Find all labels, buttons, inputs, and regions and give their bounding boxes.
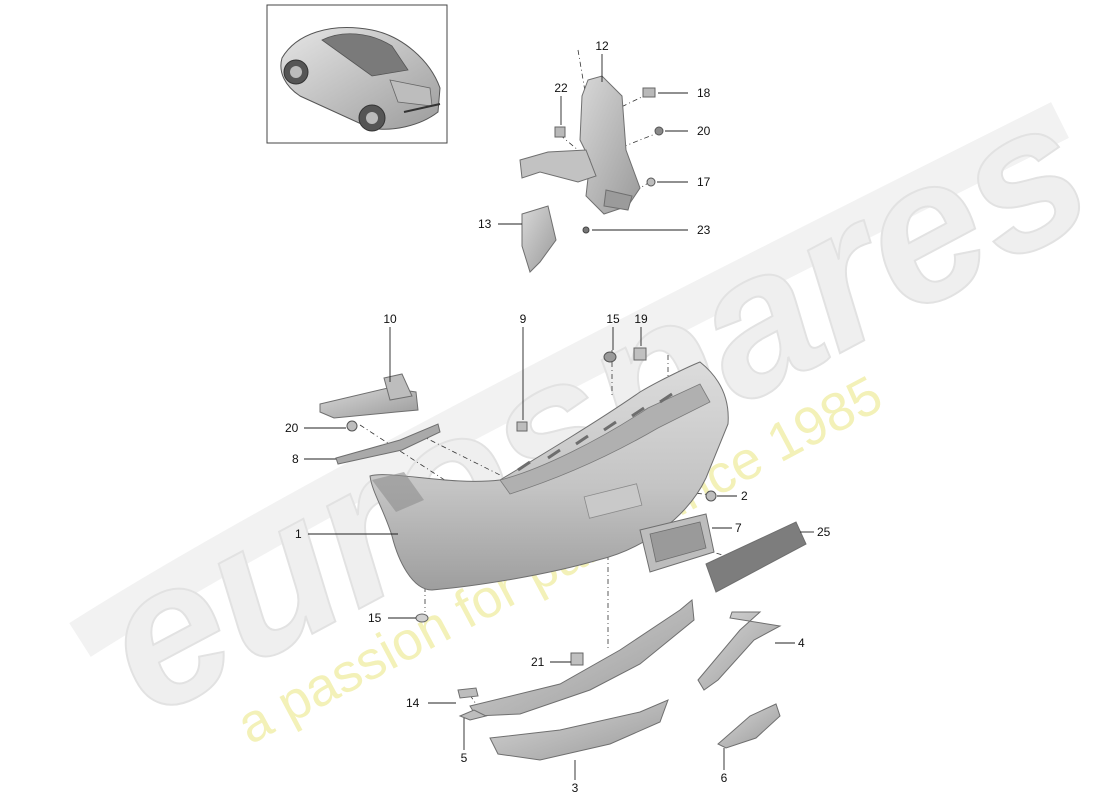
part-15-screw bbox=[603, 351, 617, 363]
part-22-clip bbox=[554, 126, 566, 138]
callout-17: 17 bbox=[697, 175, 711, 189]
part-13-bracket bbox=[521, 205, 557, 273]
part-4-side-panel bbox=[697, 611, 782, 691]
part-21-center-panel bbox=[469, 599, 695, 717]
part-23-screw bbox=[582, 226, 590, 234]
callout-labels: 12 22 18 20 17 13 23 10 9 15 19 20 8 2 1… bbox=[285, 39, 831, 795]
upper-fasteners bbox=[554, 87, 664, 234]
part-9-clip bbox=[516, 421, 528, 432]
part-14-clip bbox=[457, 687, 479, 699]
part-10-mount bbox=[319, 373, 419, 432]
callout-9: 9 bbox=[520, 312, 527, 326]
part-2-cap bbox=[705, 490, 717, 502]
part-21-clip bbox=[570, 652, 584, 666]
callout-5: 5 bbox=[461, 751, 468, 765]
part-8-strip bbox=[335, 423, 441, 465]
callout-18: 18 bbox=[697, 86, 711, 100]
watermark-swoosh bbox=[69, 102, 1069, 657]
bumper-fasteners bbox=[415, 347, 717, 623]
part-25-plate-mount bbox=[705, 521, 807, 593]
part-5-clip bbox=[458, 709, 488, 721]
callout-20-lower: 20 bbox=[285, 421, 299, 435]
callout-7: 7 bbox=[735, 521, 742, 535]
car-overview-icon bbox=[280, 27, 441, 132]
callout-22: 22 bbox=[554, 81, 568, 95]
part-15-screw-lower bbox=[415, 613, 429, 623]
part-19-nut bbox=[633, 347, 647, 361]
leader-lines bbox=[304, 54, 814, 780]
part-6-trim bbox=[717, 703, 781, 749]
part-17-nut bbox=[646, 177, 656, 187]
part-7-plate-holder bbox=[639, 513, 715, 573]
callout-1: 1 bbox=[295, 527, 302, 541]
part-1-bumper bbox=[369, 361, 729, 591]
callout-20-upper: 20 bbox=[697, 124, 711, 138]
part-20-nut-lower bbox=[346, 420, 358, 432]
part-20-nut bbox=[654, 126, 664, 136]
callout-12: 12 bbox=[595, 39, 609, 53]
callout-25: 25 bbox=[817, 525, 831, 539]
callout-6: 6 bbox=[721, 771, 728, 785]
part-18-clip bbox=[642, 87, 656, 98]
part-3-diffuser bbox=[489, 699, 669, 761]
callout-19: 19 bbox=[634, 312, 648, 326]
callout-15-upper: 15 bbox=[606, 312, 620, 326]
callout-8: 8 bbox=[292, 452, 299, 466]
callout-14: 14 bbox=[406, 696, 420, 710]
callout-2: 2 bbox=[741, 489, 748, 503]
callout-15-lower: 15 bbox=[368, 611, 382, 625]
car-thumbnail bbox=[266, 4, 448, 144]
callout-10: 10 bbox=[383, 312, 397, 326]
callout-4: 4 bbox=[798, 636, 805, 650]
callout-3: 3 bbox=[572, 781, 579, 795]
callout-13: 13 bbox=[478, 217, 492, 231]
part-12-bracket bbox=[519, 75, 641, 215]
callout-21: 21 bbox=[531, 655, 545, 669]
callout-23: 23 bbox=[697, 223, 711, 237]
